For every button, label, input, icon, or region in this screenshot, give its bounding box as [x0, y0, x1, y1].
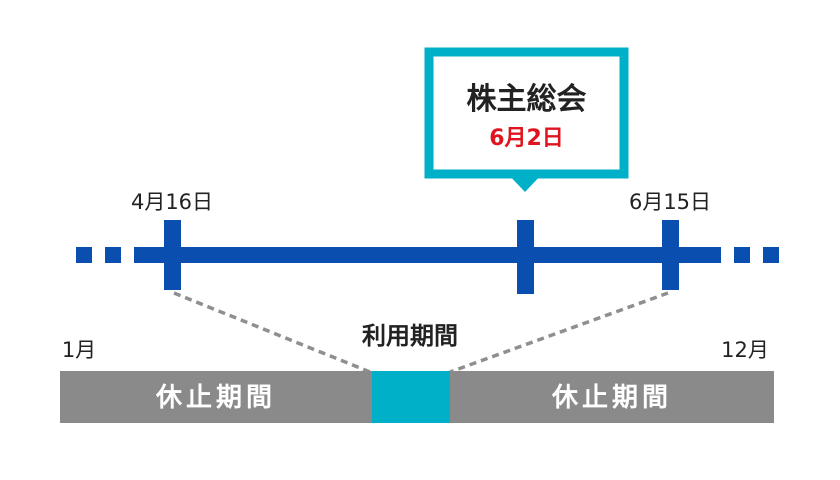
suspension-label-left: 休止期間	[155, 383, 276, 413]
timeline-dot-left-2	[105, 247, 121, 263]
suspension-label-right: 休止期間	[551, 383, 672, 413]
shareholders-meeting-callout: 株主総会 6月2日	[424, 47, 629, 192]
month-start-label: 1月	[62, 338, 96, 362]
timeline-dot-left-1	[76, 247, 92, 263]
tick-meeting	[517, 220, 534, 294]
timeline-dot-right-1	[705, 247, 721, 263]
usage-period-label: 利用期間	[362, 322, 458, 350]
timeline-line	[150, 247, 705, 263]
suspension-period-right	[450, 371, 774, 423]
tick-end	[662, 220, 679, 290]
timeline	[76, 220, 779, 294]
timeline-dot-right-3	[763, 247, 779, 263]
timeline-start-label: 4月16日	[131, 190, 213, 214]
month-end-label: 12月	[721, 338, 769, 362]
tick-start	[164, 220, 181, 290]
projection-line-right	[449, 291, 669, 374]
usage-period-segment	[372, 371, 450, 423]
timeline-dot-left-3	[134, 247, 150, 263]
callout-date: 6月2日	[489, 126, 564, 151]
annual-bar: 休止期間 休止期間	[60, 371, 774, 423]
suspension-period-left	[60, 371, 372, 423]
callout-box	[424, 47, 629, 179]
timeline-dot-right-2	[734, 247, 750, 263]
projection-line-left	[173, 291, 371, 374]
callout-title: 株主総会	[467, 82, 587, 117]
timeline-end-label: 6月15日	[629, 190, 711, 214]
